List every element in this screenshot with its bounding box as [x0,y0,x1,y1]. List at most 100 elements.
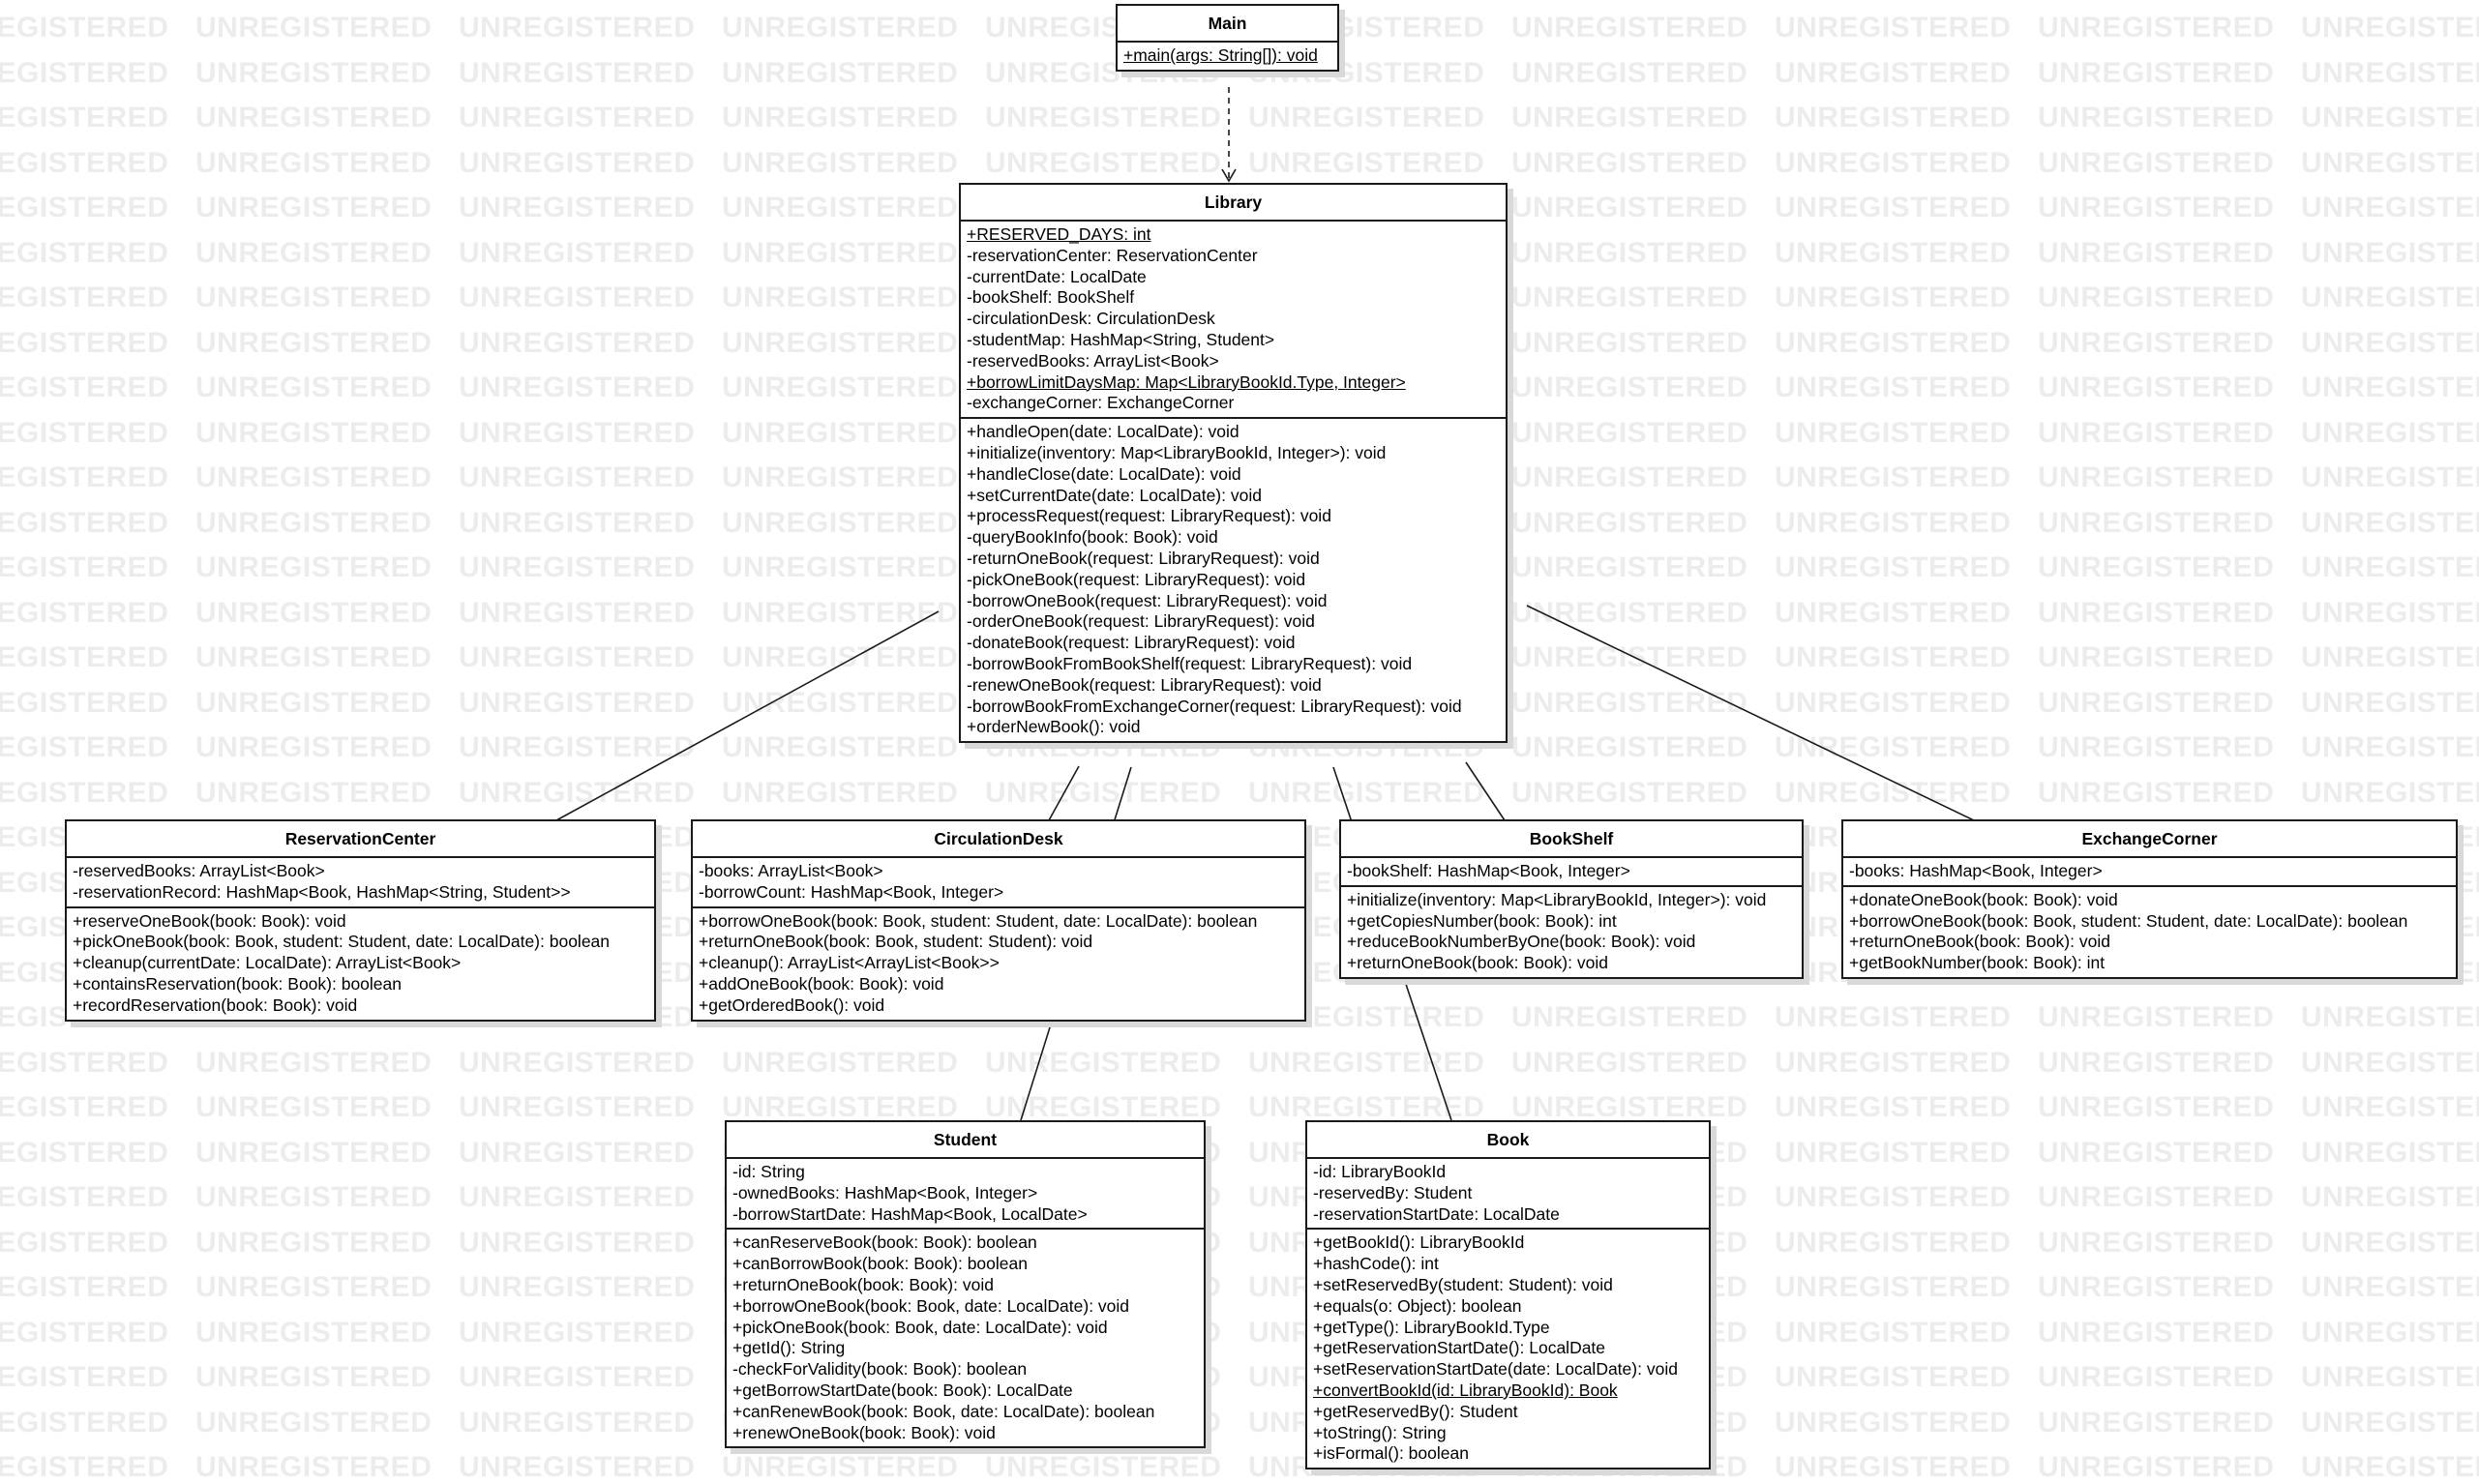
method-row: +addOneBook(book: Book): void [699,973,944,994]
class-exchangecorner[interactable]: ExchangeCorner -books: HashMap<Book, Int… [1841,819,2458,979]
method-row: +returnOneBook(book: Book): void [1849,932,2110,952]
composition-library-reservationcenter [555,588,981,821]
method-row: -borrowBookFromBookShelf(request: Librar… [967,653,1413,673]
attribute-row: -reservationRecord: HashMap<Book, HashMa… [73,881,571,902]
method-row: +processRequest(request: LibraryRequest)… [967,506,1331,526]
method-row: -queryBookInfo(book: Book): void [967,527,1218,548]
method-row: +renewOneBook(book: Book): void [732,1422,996,1442]
class-student[interactable]: Student -id: String-ownedBooks: HashMap<… [725,1120,1206,1449]
method-row: +handleClose(date: LocalDate): void [967,463,1241,484]
attributes-section: -books: ArrayList<Book>-borrowCount: Has… [693,858,1304,906]
method-row: +getCopiesNumber(book: Book): int [1347,910,1617,931]
attribute-row: +borrowLimitDaysMap: Map<LibraryBookId.T… [967,371,1406,392]
attributes-section: -id: LibraryBookId-reservedBy: Student-r… [1307,1159,1709,1228]
method-row: -returnOneBook(request: LibraryRequest):… [967,548,1320,568]
methods-section: +getBookId(): LibraryBookId+hashCode(): … [1307,1228,1709,1468]
attribute-row: -reservedBooks: ArrayList<Book> [967,350,1219,371]
class-main[interactable]: Main +main(args: String[]): void [1116,4,1339,72]
attributes-section: -id: String-ownedBooks: HashMap<Book, In… [727,1159,1204,1228]
attributes-section: -books: HashMap<Book, Integer> [1843,858,2456,885]
method-row: +returnOneBook(book: Book): void [732,1274,994,1294]
attribute-row: -ownedBooks: HashMap<Book, Integer> [732,1182,1038,1202]
attributes-section: +RESERVED_DAYS: int-reservationCenter: R… [961,222,1506,417]
method-row: +setCurrentDate(date: LocalDate): void [967,485,1262,505]
attribute-row: -id: String [732,1162,805,1181]
attributes-section: -bookShelf: HashMap<Book, Integer> [1341,858,1802,885]
class-name: ExchangeCorner [1843,821,2456,858]
methods-section: +handleOpen(date: LocalDate): void+initi… [961,417,1506,741]
method-row: +setReservationStartDate(date: LocalDate… [1313,1359,1678,1380]
method-row: +reduceBookNumberByOne(book: Book): void [1347,932,1696,952]
methods-section: +initialize(inventory: Map<LibraryBookId… [1341,884,1802,977]
attribute-row: -currentDate: LocalDate [967,266,1147,286]
method-row: +orderNewBook(): void [967,717,1141,737]
class-bookshelf[interactable]: BookShelf -bookShelf: HashMap<Book, Inte… [1339,819,1804,979]
method-row: +toString(): String [1313,1422,1447,1442]
class-reservationcenter[interactable]: ReservationCenter -reservedBooks: ArrayL… [65,819,656,1022]
method-row: +equals(o: Object): boolean [1313,1295,1522,1316]
method-row: +borrowOneBook(book: Book, date: LocalDa… [732,1295,1130,1316]
method-row: +returnOneBook(book: Book, student: Stud… [699,932,1093,952]
attribute-row: -reservedBy: Student [1313,1182,1473,1202]
attribute-row: +RESERVED_DAYS: int [967,224,1151,244]
method-row: +canReserveBook(book: Book): boolean [732,1232,1037,1253]
method-row: +getOrderedBook(): void [699,994,885,1015]
method-row: -renewOneBook(request: LibraryRequest): … [967,674,1322,695]
method-row: -checkForValidity(book: Book): boolean [732,1359,1028,1380]
method-row: +getType(): LibraryBookId.Type [1313,1317,1550,1337]
class-name: BookShelf [1341,821,1802,858]
class-name: Student [727,1122,1204,1159]
method-row: +handleOpen(date: LocalDate): void [967,422,1240,442]
attributes-section: -reservedBooks: ArrayList<Book>-reservat… [67,858,654,906]
method-row: +returnOneBook(book: Book): void [1347,953,1608,973]
class-circulationdesk[interactable]: CirculationDesk -books: ArrayList<Book>-… [691,819,1306,1022]
methods-section: +canReserveBook(book: Book): boolean+can… [727,1228,1204,1446]
attribute-row: -reservedBooks: ArrayList<Book> [73,861,325,880]
composition-library-exchangecorner [1484,583,1975,821]
method-row: +getBookId(): LibraryBookId [1313,1232,1525,1253]
method-row: -borrowOneBook(request: LibraryRequest):… [967,590,1328,610]
attribute-row: -books: HashMap<Book, Integer> [1849,861,2103,880]
attribute-row: -studentMap: HashMap<String, Student> [967,329,1275,349]
method-row: +containsReservation(book: Book): boolea… [73,973,403,994]
method-row: -donateBook(request: LibraryRequest): vo… [967,633,1296,653]
methods-section: +main(args: String[]): void [1118,43,1337,70]
attribute-row: -reservationStartDate: LocalDate [1313,1203,1560,1224]
method-row: +recordReservation(book: Book): void [73,994,358,1015]
attribute-row: -id: LibraryBookId [1313,1162,1447,1181]
method-row: +getId(): String [732,1338,846,1358]
method-row: +pickOneBook(book: Book, student: Studen… [73,932,611,952]
attribute-row: -books: ArrayList<Book> [699,861,883,880]
method-row: +borrowOneBook(book: Book, student: Stud… [1849,910,2408,931]
method-row: +getBorrowStartDate(book: Book): LocalDa… [732,1380,1073,1400]
method-row: +cleanup(currentDate: LocalDate): ArrayL… [73,953,462,973]
method-row: +main(args: String[]): void [1123,45,1318,65]
methods-section: +donateOneBook(book: Book): void+borrowO… [1843,884,2456,977]
method-row: +reserveOneBook(book: Book): void [73,910,346,931]
attribute-row: -circulationDesk: CirculationDesk [967,309,1215,329]
methods-section: +reserveOneBook(book: Book): void+pickOn… [67,905,654,1020]
method-row: +initialize(inventory: Map<LibraryBookId… [967,442,1387,462]
method-row: +hashCode(): int [1313,1254,1439,1274]
method-row: +canBorrowBook(book: Book): boolean [732,1254,1028,1274]
methods-section: +borrowOneBook(book: Book, student: Stud… [693,905,1304,1020]
class-name: ReservationCenter [67,821,654,858]
class-name: CirculationDesk [693,821,1304,858]
attribute-row: -borrowStartDate: HashMap<Book, LocalDat… [732,1203,1088,1224]
class-name: Book [1307,1122,1709,1159]
method-row: +cleanup(): ArrayList<ArrayList<Book>> [699,953,1000,973]
method-row: +canRenewBook(book: Book, date: LocalDat… [732,1401,1155,1421]
attribute-row: -borrowCount: HashMap<Book, Integer> [699,881,1004,902]
method-row: +donateOneBook(book: Book): void [1849,889,2118,909]
class-library[interactable]: Library +RESERVED_DAYS: int-reservationC… [959,183,1508,744]
attribute-row: -exchangeCorner: ExchangeCorner [967,393,1235,413]
class-book[interactable]: Book -id: LibraryBookId-reservedBy: Stud… [1305,1120,1711,1470]
class-name: Main [1118,6,1337,43]
class-name: Library [961,185,1506,222]
method-row: +getReservedBy(): Student [1313,1401,1518,1421]
method-row: +borrowOneBook(book: Book, student: Stud… [699,910,1258,931]
method-row: +pickOneBook(book: Book, date: LocalDate… [732,1317,1108,1337]
method-row: +isFormal(): boolean [1313,1443,1469,1464]
attribute-row: -reservationCenter: ReservationCenter [967,245,1258,265]
method-row: +setReservedBy(student: Student): void [1313,1274,1613,1294]
